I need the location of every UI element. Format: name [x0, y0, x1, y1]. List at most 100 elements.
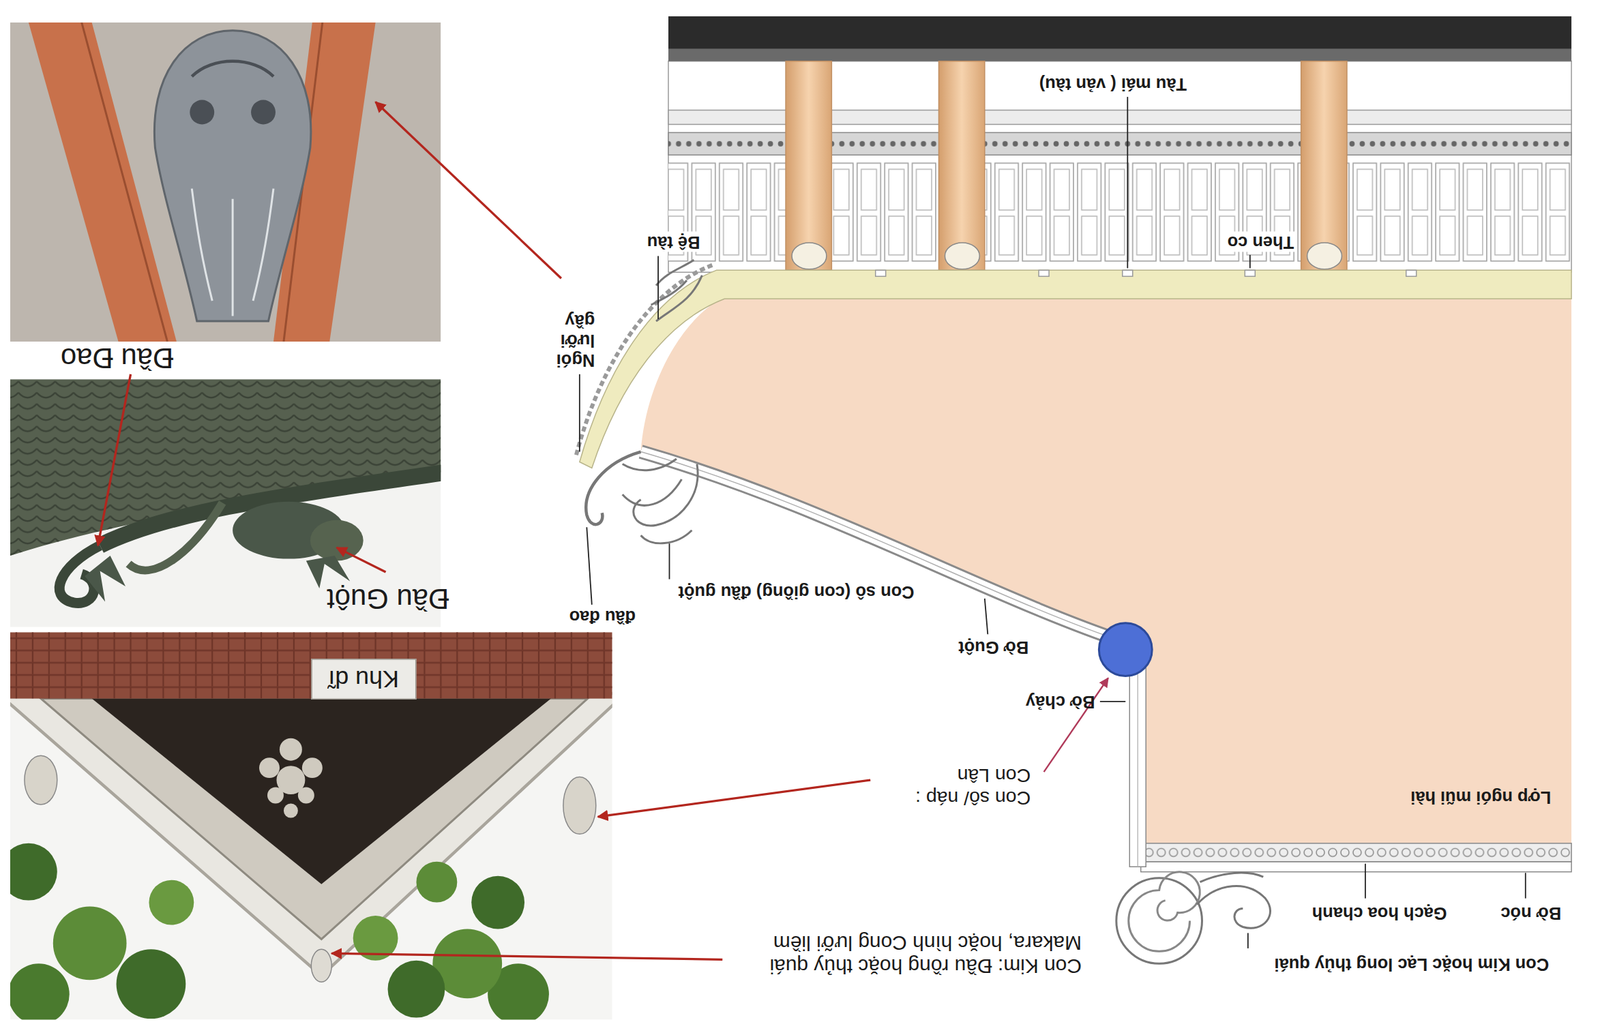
leader-lines-part	[579, 374, 581, 453]
roof-part	[1196, 872, 1271, 929]
box-text: Khu dĩ	[328, 666, 399, 694]
roof-part	[1129, 647, 1146, 868]
note-label: Con Kim: Đầu rồng hoặc thủy quái Makara,…	[729, 930, 1082, 979]
roof-part	[1244, 270, 1255, 277]
leader-lines-part	[1126, 96, 1129, 269]
roof-part	[1128, 872, 1201, 953]
photo-mask-part	[81, 22, 323, 342]
building-wall-part	[668, 16, 1572, 50]
part-label: đầu đao	[569, 606, 637, 627]
callout-arrows-part	[331, 953, 723, 960]
building-wall-part	[668, 49, 1572, 62]
photo-roof-corner-part	[10, 379, 441, 556]
photo-gable-part	[279, 738, 303, 762]
leader-lines-part	[657, 255, 659, 320]
callout-arrows	[98, 102, 1109, 961]
building-wall-part	[668, 61, 1572, 273]
photo-mask	[10, 22, 441, 342]
photo-gable-part	[40, 698, 588, 940]
roof-part	[1098, 623, 1152, 677]
roof-part	[622, 458, 698, 544]
photo-gable-part	[10, 632, 613, 1020]
part-label: Lợp ngói mũi hài	[1410, 787, 1551, 807]
photo-roof-corner-part	[10, 379, 441, 556]
callout-arrows-part	[598, 780, 871, 818]
roof-part	[1406, 270, 1417, 277]
photo-gable-part	[10, 843, 58, 901]
part-label: Con sô/ náp : Con Lân	[882, 764, 1031, 809]
photo-mask-part	[189, 100, 215, 125]
photo-gable-part	[563, 777, 597, 835]
photo-gable-part	[302, 757, 323, 779]
photo-mask-part	[191, 61, 274, 77]
columns-part	[1307, 242, 1343, 270]
photo-mask-part	[154, 30, 311, 322]
leader-lines-part	[669, 543, 671, 580]
photo-gable-part	[310, 949, 332, 983]
roof-part	[1136, 649, 1138, 868]
part-label: Con sô (con giồng) đầu guột	[677, 581, 914, 602]
roof-part	[641, 452, 1127, 644]
photo-roof-corner-part	[310, 520, 364, 562]
photo-gable-part	[259, 757, 280, 779]
photo-gable-part	[471, 876, 525, 930]
photo-roof-corner-part	[84, 555, 126, 602]
leader-lines-part	[984, 598, 988, 635]
leader-lines	[579, 96, 1526, 949]
photo-mask-part	[10, 22, 441, 342]
roof-part	[641, 298, 1573, 844]
roof-part	[579, 270, 1572, 468]
leader-lines-part	[1247, 932, 1249, 948]
columns-part	[938, 61, 985, 271]
photo-label: Đầu Đao	[60, 341, 174, 375]
columns-part	[785, 61, 832, 271]
roof-part	[875, 270, 886, 277]
building-wall	[668, 16, 1572, 273]
leader-lines-part	[586, 527, 592, 605]
columns-part	[791, 242, 827, 270]
photo-gable-part	[116, 949, 187, 1019]
columns-part	[1301, 61, 1347, 271]
photo-gable-part	[283, 804, 299, 819]
roof-part	[1141, 843, 1572, 863]
part-label: Bờ nóc	[1500, 902, 1562, 923]
photo-gable-part	[10, 963, 70, 1020]
callout-arrows-part	[98, 374, 131, 546]
part-label: Gạch hoa chanh	[1312, 902, 1448, 923]
photo-gable	[10, 632, 613, 1020]
part-label: Then co	[1225, 231, 1296, 252]
photo-gable-part	[416, 862, 457, 903]
part-label: Con Kim hoặc Lạc long thủy quái	[1273, 954, 1549, 974]
roof-part	[1038, 270, 1049, 277]
photo-roof-corner-part	[128, 502, 224, 571]
columns	[785, 61, 1347, 271]
leader-lines-part	[1100, 701, 1126, 703]
roof-part	[1141, 862, 1572, 873]
part-label: Tàu mái ( vản tàu)	[1037, 73, 1189, 94]
roof-part	[641, 452, 1127, 644]
roof-part	[641, 452, 1127, 644]
roof-part	[1141, 843, 1572, 863]
columns-part	[944, 242, 980, 270]
leader-lines-part	[1364, 864, 1367, 899]
label-box: Khu dĩ	[310, 658, 417, 700]
part-label: Ngói lưỡi gầy	[556, 310, 596, 371]
photo-label: Đầu Guột	[326, 582, 449, 616]
part-label: Bệ tàu	[645, 231, 703, 252]
leader-lines-part	[1524, 872, 1527, 899]
roof	[575, 259, 1572, 964]
callout-arrows-part	[336, 547, 387, 573]
leader-lines-part	[1249, 255, 1251, 269]
callout-arrows-part	[1044, 678, 1109, 773]
roof-part	[1122, 270, 1133, 277]
photo-gable-part	[24, 755, 58, 805]
photo-gable-part	[267, 787, 284, 805]
part-label: Bờ chảy	[1025, 692, 1096, 713]
photo-mask-part	[250, 100, 276, 125]
photo-gable-part	[92, 698, 552, 884]
photo-mask-part	[191, 188, 274, 317]
photo-gable-part	[53, 907, 127, 981]
